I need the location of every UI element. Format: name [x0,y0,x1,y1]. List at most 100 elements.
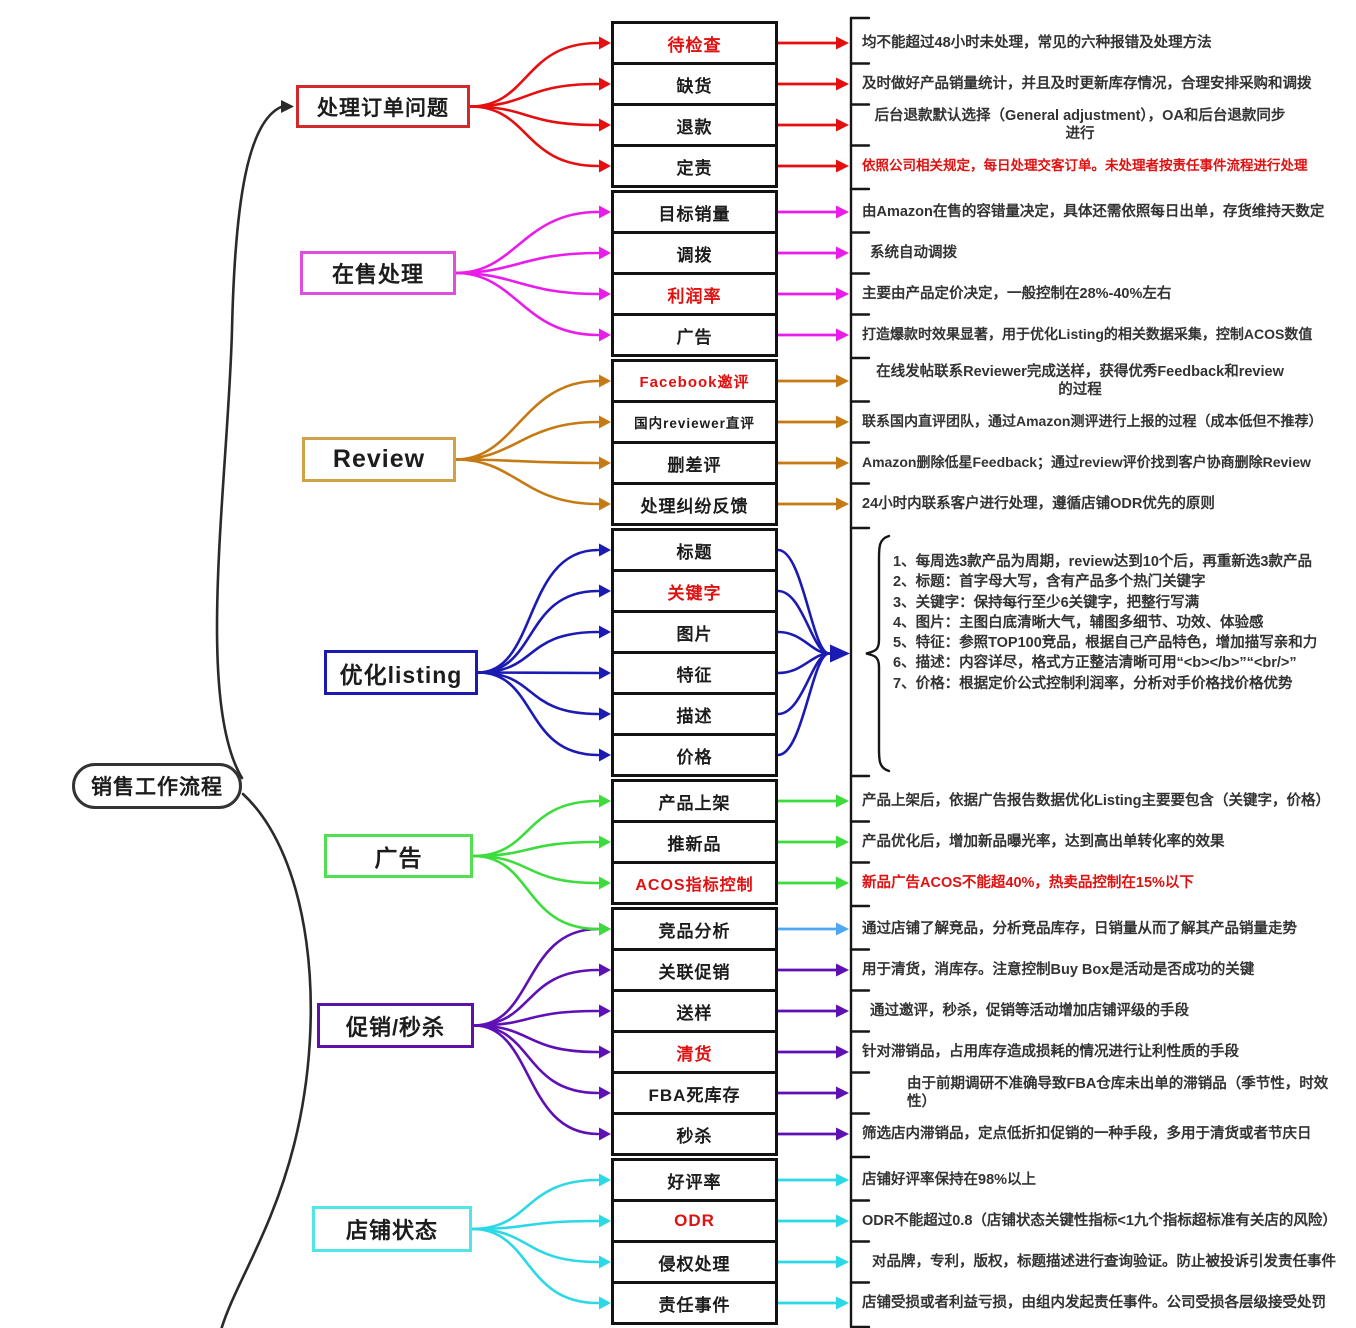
branch-item-label: 目标销量 [658,204,731,224]
branch-item-box: 竞品分析 [611,907,778,951]
arrowhead-icon [599,1127,611,1141]
branch-item-box: 秒杀 [611,1112,778,1156]
arrowhead-icon [836,374,849,388]
item-description: 在线发帖联系Reviewer完成送样，获得优秀Feedback和review的过… [870,359,1290,403]
branch-item-box: Facebook邀评 [611,359,778,403]
branch-item-box: ODR [611,1199,778,1243]
root-node: 销售工作流程 [72,763,242,809]
branch-item-box: 图片 [611,610,778,654]
item-description: 产品优化后，增加新品曝光率，达到高出单转化率的效果 [862,820,1346,864]
connector-line [472,1009,600,1027]
branch-item-label: 价格 [676,747,713,767]
category-node-promo: 促销/秒杀 [317,1003,474,1048]
arrowhead-icon [599,1045,611,1059]
arrowhead-icon [836,415,849,429]
item-description: 新品广告ACOS不能超40%，热卖品控制在15%以下 [862,861,1346,905]
connector-line [476,548,600,674]
branch-item-label: 标题 [676,542,713,562]
branch-item-label: 待检查 [667,35,722,55]
branch-item-box: 退款 [611,103,778,147]
item-description: 针对滞销品，占用库存造成损耗的情况进行让利性质的手段 [862,1030,1346,1074]
item-description-text: 后台退款默认选择（General adjustment），OA和后台退款同步进行 [874,107,1286,142]
branch-item-box: 删差评 [611,441,778,485]
branch-item-label: 关键字 [667,583,722,603]
branch-item-label: 关联促销 [658,962,731,982]
arrowhead-icon [836,876,849,890]
category-node-label: 在售处理 [331,262,424,287]
arrowhead-icon [599,36,611,50]
connector-line [220,792,313,1328]
connector-line [468,82,600,108]
arrowhead-icon [599,876,611,890]
item-description-text: 筛选店内滞销品，定点低折扣促销的一种手段，多用于清货或者节庆日 [862,1125,1312,1142]
item-description: 主要由产品定价决定，一般控制在28%-40%左右 [862,272,1346,316]
branch-item-label: 好评率 [667,1172,722,1192]
arrowhead-icon [599,328,611,342]
item-description: 产品上架后，依据广告报告数据优化Listing主要要包含（关键字，价格） [862,779,1346,823]
arrowhead-icon [599,159,611,173]
branch-item-box: 标题 [611,528,778,572]
item-description: 由于前期调研不准确导致FBA仓库未出单的滞销品（季节性，时效性） [862,1071,1346,1115]
item-description: 依照公司相关规定，每日处理交客订单。未处理者按责任事件流程进行处理 [862,144,1346,188]
arrowhead-icon [836,1173,849,1187]
item-description-text: 打造爆款时效果显著，用于优化Listing的相关数据采集，控制ACOS数值 [862,326,1313,343]
item-description: ODR不能超过0.8（店铺状态关键性指标<1九个指标超标准有关店的风险） [862,1199,1346,1243]
arrowhead-icon [599,1255,611,1269]
branch-item-box: 国内reviewer直评 [611,400,778,444]
item-description-text: 由于前期调研不准确导致FBA仓库未出单的滞销品（季节性，时效性） [907,1075,1329,1110]
branch-item-label: 特征 [676,665,713,685]
branch-item-box: 关键字 [611,569,778,613]
category-node-review: Review [302,437,456,482]
item-description-text: 及时做好产品销量统计，并且及时更新库存情况，合理安排采购和调拨 [862,75,1312,92]
item-description-text: 针对滞销品，占用库存造成损耗的情况进行让利性质的手段 [862,1043,1239,1060]
arrowhead-icon [836,205,849,219]
branch-item-box: 广告 [611,313,778,357]
branch-item-label: 竞品分析 [658,921,731,941]
arrowhead-icon [599,584,611,598]
branch-item-label: 国内reviewer直评 [634,416,755,431]
category-node-label: 优化listing [339,661,463,688]
arrowhead-icon [599,1086,611,1100]
arrowhead-icon [836,328,849,342]
connector-line [468,105,600,127]
arrowhead-icon [836,77,849,91]
connector-line [472,1024,600,1054]
category-node-label: Review [332,445,426,473]
arrowhead-icon [836,794,849,808]
branch-item-label: 推新品 [667,834,722,854]
connector-line [476,671,600,716]
connector-line [470,1227,600,1264]
note-line: 2、标题：首字母大写，含有产品多个热门关键字 [893,574,1206,591]
category-node-orders: 处理订单问题 [296,85,470,128]
category-node-label: 处理订单问题 [317,96,449,120]
note-line: 3、关键字：保持每行至少6关键字，把整行写满 [893,594,1200,611]
branch-item-label: 缺货 [676,76,713,96]
connector-line [454,210,600,275]
connector-line [215,105,283,780]
connector-line [776,589,831,655]
arrowhead-icon [599,1004,611,1018]
branch-item-box: 处理纠纷反馈 [611,482,778,526]
branch-item-label: ODR [674,1211,715,1230]
item-description-text: 通过邀评，秒杀，促销等活动增加店铺评级的手段 [870,1002,1189,1019]
connector-line [468,41,600,108]
branch-item-label: 秒杀 [676,1126,713,1146]
item-description-text: 对品牌，专利，版权，标题描述进行查询验证。防止被投诉引发责任事件 [872,1253,1336,1270]
item-description: 由Amazon在售的容错量决定，具体还需依照每日出单，存货维持天数定 [862,190,1346,234]
arrowhead-icon [599,1214,611,1228]
branch-item-label: 责任事件 [658,1295,731,1315]
branch-item-label: 产品上架 [658,793,731,813]
connector-line [471,854,600,885]
arrowhead-icon [836,456,849,470]
branch-item-box: 描述 [611,692,778,736]
item-description-text: 系统自动调拨 [870,244,957,261]
connector-line [472,968,600,1027]
arrowhead-icon [599,794,611,808]
branch-item-label: 删差评 [667,455,722,475]
branch-item-box: 侵权处理 [611,1240,778,1284]
item-description: 通过店铺了解竞品，分析竞品库存，日销量从而了解其产品销量走势 [862,907,1346,951]
arrowhead-icon [836,36,849,50]
branch-item-label: Facebook邀评 [639,373,750,391]
arrowhead-icon [836,835,849,849]
